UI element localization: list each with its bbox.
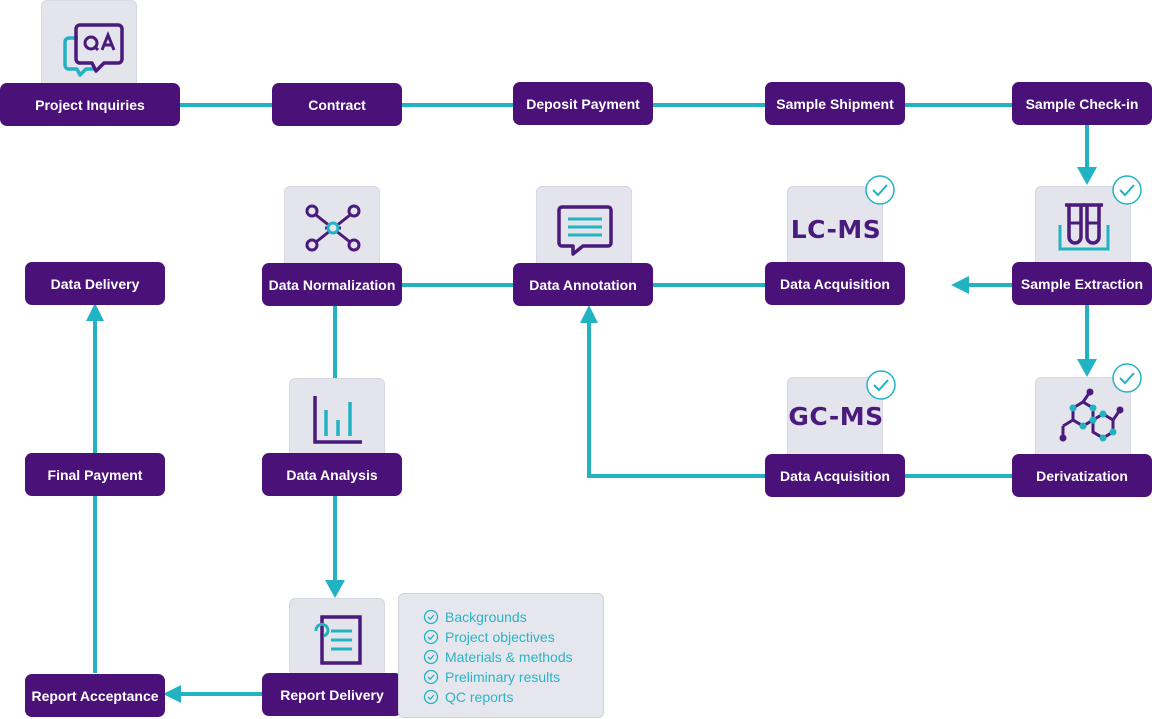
bar-chart-card [289,378,385,458]
report-item-label: Project objectives [445,629,555,645]
lcms-card: LC-MS [787,186,883,268]
test-tubes-card [1035,186,1131,268]
arrow-left-acceptance [163,685,181,703]
arrow-down-report [325,580,345,598]
step-data-delivery: Data Delivery [25,262,165,305]
arrow-up-annotation [580,305,598,323]
check-circle-icon [423,649,439,665]
network-nodes-icon [305,204,361,252]
check-gcms-icon [866,370,896,400]
arrow-down-checkin [1077,167,1097,185]
check-circle-icon [423,669,439,685]
bar-chart-icon [313,396,362,444]
step-sample-checkin: Sample Check-in [1012,82,1152,125]
network-card [284,186,380,268]
check-lcms-icon [865,175,895,205]
report-item-label: QC reports [445,689,514,705]
step-report-acceptance: Report Acceptance [25,674,165,717]
connector-gcms-annotation [587,322,765,478]
gcms-card: GC-MS [787,377,883,459]
step-final-payment: Final Payment [25,453,165,496]
gcms-label: GC-MS [788,402,884,431]
report-item: Materials & methods [423,647,603,667]
step-data-analysis: Data Analysis [262,453,402,496]
report-item-label: Preliminary results [445,669,561,685]
arrow-left-lcms [951,276,969,294]
report-item: Preliminary results [423,667,603,687]
test-tubes-icon [1058,203,1110,251]
report-item-label: Materials & methods [445,649,573,665]
report-item: Project objectives [423,627,603,647]
step-gcms-data-acquisition: Data Acquisition [765,454,905,497]
step-data-normalization: Data Normalization [262,263,402,306]
arrow-up-delivery [86,303,104,321]
report-card [289,598,385,676]
check-circle-icon [423,689,439,705]
lcms-label: LC-MS [790,215,882,244]
check-extraction-icon [1112,175,1142,205]
molecule-icon [1059,388,1124,442]
step-project-inquiries: Project Inquiries [0,83,180,126]
step-derivatization: Derivatization [1012,454,1152,497]
arrow-down-derivatization [1077,359,1097,377]
report-contents-panel: Backgrounds Project objectives Materials… [398,593,604,718]
step-contract: Contract [272,83,402,126]
step-lcms-data-acquisition: Data Acquisition [765,262,905,305]
check-derivatization-icon [1112,363,1142,393]
step-sample-shipment: Sample Shipment [765,82,905,125]
step-sample-extraction: Sample Extraction [1012,262,1152,305]
step-deposit-payment: Deposit Payment [513,82,653,125]
check-circle-icon [423,629,439,645]
report-item-label: Backgrounds [445,609,527,625]
step-report-delivery: Report Delivery [262,673,402,716]
annotation-card [536,186,632,268]
report-document-icon [314,615,362,665]
message-document-icon [557,205,613,256]
qa-card [41,0,137,90]
step-data-annotation: Data Annotation [513,263,653,306]
molecule-card [1035,377,1131,459]
qa-chat-icon [63,23,124,77]
report-item: Backgrounds [423,607,603,627]
check-circle-icon [423,609,439,625]
report-item: QC reports [423,687,603,707]
